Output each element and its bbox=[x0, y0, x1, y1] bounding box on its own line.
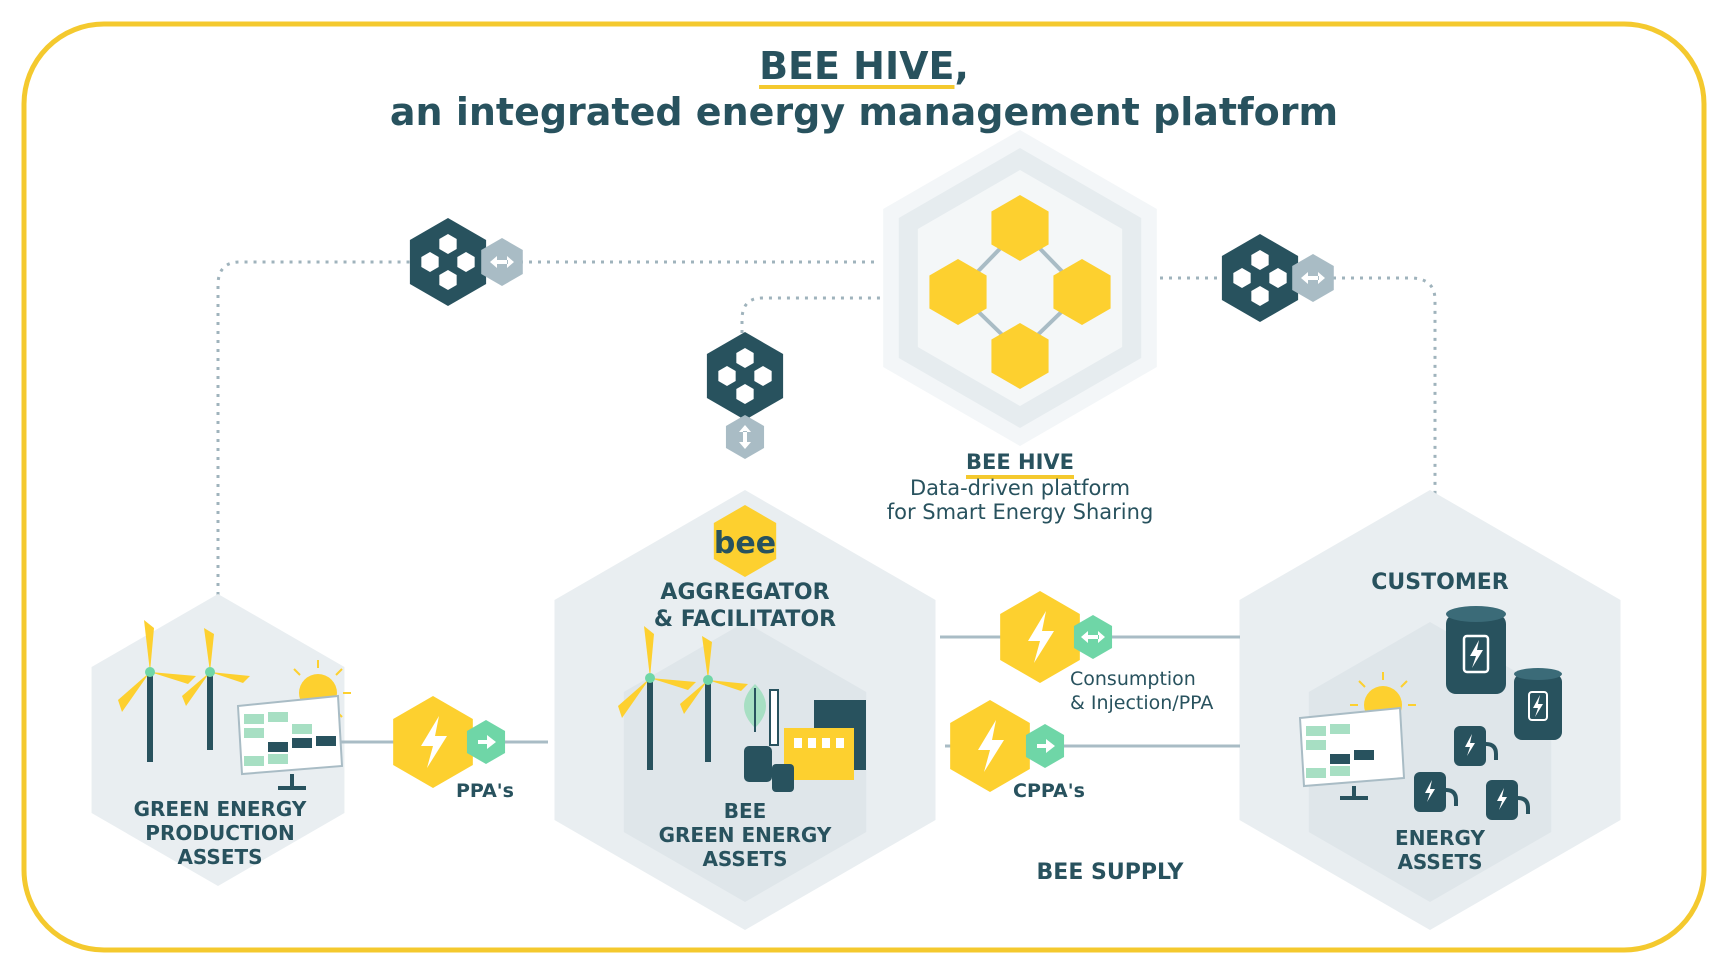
bee-assets-line1: BEE bbox=[723, 799, 767, 823]
bee-logo: bee bbox=[713, 505, 777, 577]
consumption-line1: Consumption bbox=[1070, 668, 1196, 690]
battery-icon bbox=[1486, 780, 1530, 820]
double-arrow-vertical-icon bbox=[725, 415, 765, 459]
battery-icon bbox=[1446, 606, 1506, 694]
page-subtitle: an integrated energy management platform bbox=[389, 90, 1339, 134]
consumption-line2: & Injection/PPA bbox=[1070, 692, 1214, 714]
wind-turbine-icon bbox=[618, 626, 696, 770]
customer-label: CUSTOMER bbox=[1371, 570, 1509, 595]
hub-name: BEE HIVE bbox=[966, 450, 1074, 474]
green-production-line2: PRODUCTION bbox=[145, 821, 295, 845]
page-title: BEE HIVE, bbox=[0, 44, 1728, 88]
bee-assets-line3: ASSETS bbox=[702, 847, 788, 871]
factory-icon bbox=[769, 689, 866, 780]
aggregator-line2: & FACILITATOR bbox=[653, 607, 837, 632]
outer-frame bbox=[21, 21, 1707, 953]
aggregator-line1: AGGREGATOR bbox=[660, 580, 830, 605]
ppa-label: PPA's bbox=[456, 780, 514, 802]
dotted-links bbox=[216, 260, 1437, 622]
double-arrow-icon bbox=[481, 238, 523, 286]
double-arrow-icon bbox=[1292, 254, 1334, 302]
connector-hex-icon bbox=[1221, 234, 1299, 322]
leaf-icon bbox=[744, 684, 766, 732]
battery-icon bbox=[1514, 668, 1562, 740]
hub-desc-line1: Data-driven platform bbox=[909, 476, 1131, 500]
wind-turbine-icon bbox=[680, 636, 748, 762]
energy-assets-line1: ENERGY bbox=[1395, 826, 1485, 850]
hub-desc-line2: for Smart Energy Sharing bbox=[886, 500, 1154, 524]
wind-turbine-icon bbox=[118, 620, 196, 762]
energy-assets-line2: ASSETS bbox=[1397, 850, 1483, 874]
play-arrow-icon bbox=[466, 720, 506, 764]
connector-hex-icon bbox=[409, 218, 487, 306]
title-brand: BEE HIVE bbox=[759, 44, 955, 88]
solar-panel-icon bbox=[1298, 706, 1406, 800]
solar-panel-icon bbox=[236, 694, 344, 790]
connector-hex-icon bbox=[706, 332, 784, 420]
lightning-icon bbox=[1000, 591, 1080, 683]
battery-icon bbox=[1414, 772, 1458, 812]
battery-icon bbox=[1454, 726, 1498, 766]
bee-hive-hub bbox=[883, 130, 1157, 446]
cppa-label: CPPA's bbox=[1013, 780, 1085, 802]
double-arrow-icon bbox=[1073, 615, 1113, 659]
bee-logo-text: bee bbox=[714, 526, 776, 561]
bee-supply-label: BEE SUPPLY bbox=[1036, 860, 1184, 885]
lightning-icon bbox=[950, 700, 1030, 792]
title-comma: , bbox=[954, 44, 969, 88]
barrel-icon bbox=[744, 746, 794, 792]
green-production-line1: GREEN ENERGY bbox=[133, 797, 307, 821]
play-arrow-icon bbox=[1025, 724, 1065, 768]
bee-assets-line2: GREEN ENERGY bbox=[658, 823, 832, 847]
green-production-line3: ASSETS bbox=[177, 845, 263, 869]
wind-turbine-icon bbox=[182, 628, 250, 750]
lightning-icon bbox=[393, 696, 473, 788]
